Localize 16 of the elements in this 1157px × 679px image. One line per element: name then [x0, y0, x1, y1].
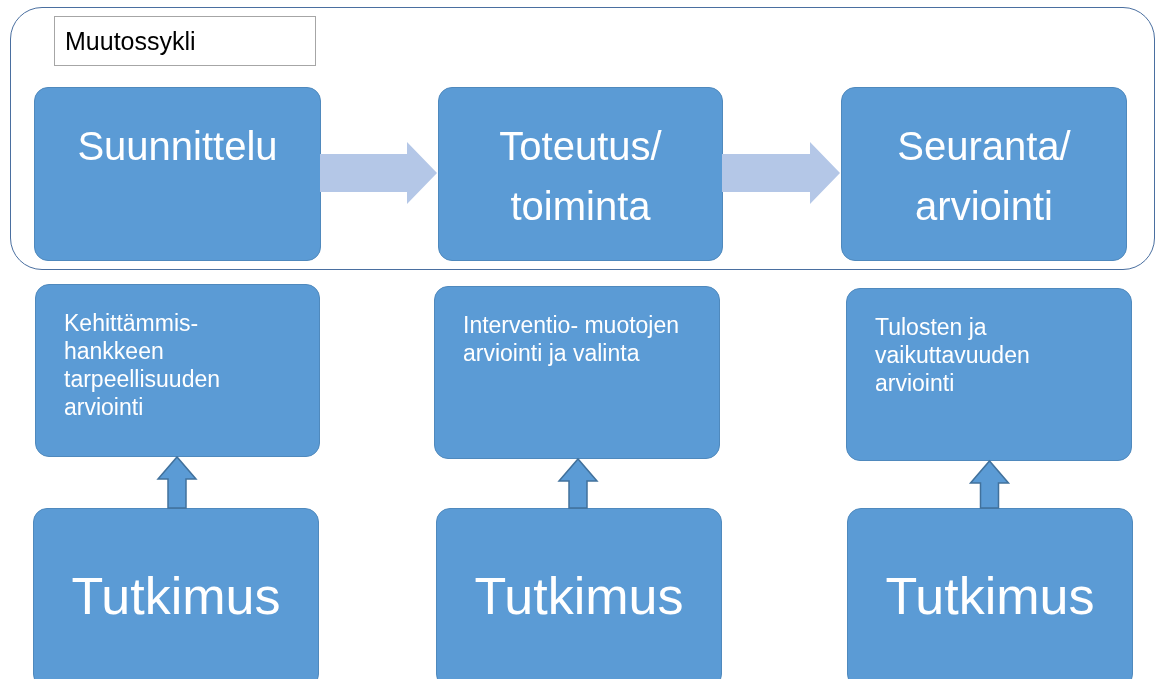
phase-box: Suunnittelu [34, 87, 321, 261]
research-box: Tutkimus [847, 508, 1133, 679]
block-arrow [968, 459, 1011, 509]
block-arrow [320, 142, 437, 204]
block-arrow [557, 457, 599, 509]
frame-title: Muutossykli [54, 16, 316, 66]
phase-box: Toteutus/ toiminta [438, 87, 723, 261]
cycle-frame [10, 7, 1155, 270]
phase-box: Seuranta/ arviointi [841, 87, 1127, 261]
block-arrow [156, 455, 198, 509]
research-box: Tutkimus [33, 508, 319, 679]
assessment-box: Kehittämmis- hankkeen tarpeellisuuden arviointi [35, 284, 320, 457]
assessment-box: Tulosten ja vaikuttavuuden arviointi [846, 288, 1132, 461]
block-arrow [722, 142, 840, 204]
assessment-box: Interventio- muotojen arviointi ja valinta [434, 286, 720, 459]
research-box: Tutkimus [436, 508, 722, 679]
